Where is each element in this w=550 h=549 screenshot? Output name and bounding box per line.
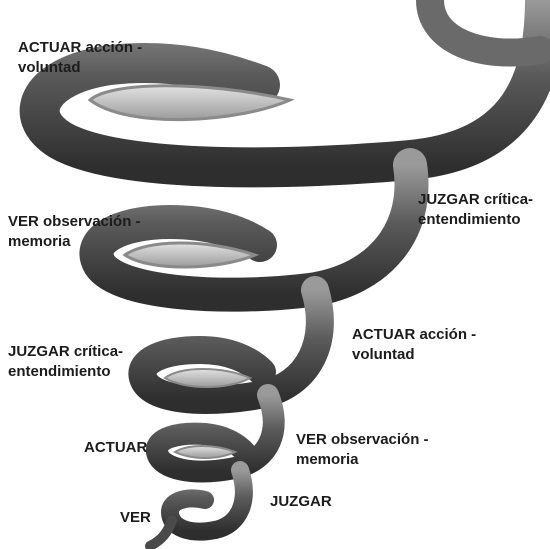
label-bottom-left-text: VER <box>120 508 151 528</box>
label-lower-right: VER observación - memoria <box>296 430 429 470</box>
label-bottom-right: JUZGAR <box>270 492 332 512</box>
label-middle-left-line1: JUZGAR crítica- <box>8 342 123 362</box>
label-upper-left-line1: VER observación - <box>8 212 141 232</box>
label-bottom-left: VER <box>120 508 151 528</box>
spiral-coil-1 <box>40 0 545 167</box>
label-lower-left: ACTUAR <box>84 438 147 458</box>
label-upper-left: VER observación - memoria <box>8 212 141 252</box>
label-top-left-line1: ACTUAR acción - <box>18 38 142 58</box>
label-top-left-line2: voluntad <box>18 58 142 78</box>
label-upper-left-line2: memoria <box>8 232 141 252</box>
label-top-left: ACTUAR acción - voluntad <box>18 38 142 78</box>
label-lower-right-line1: VER observación - <box>296 430 429 450</box>
label-upper-right-line2: entendimiento <box>418 210 533 230</box>
label-upper-right: JUZGAR crítica- entendimiento <box>418 190 533 230</box>
label-middle-left-line2: entendimiento <box>8 362 123 382</box>
label-lower-right-line2: memoria <box>296 450 429 470</box>
label-middle-right: ACTUAR acción - voluntad <box>352 325 476 365</box>
label-middle-right-line2: voluntad <box>352 345 476 365</box>
label-lower-left-text: ACTUAR <box>84 438 147 458</box>
label-middle-left: JUZGAR crítica- entendimiento <box>8 342 123 382</box>
label-middle-right-line1: ACTUAR acción - <box>352 325 476 345</box>
label-upper-right-line1: JUZGAR crítica- <box>418 190 533 210</box>
label-bottom-right-text: JUZGAR <box>270 492 332 512</box>
